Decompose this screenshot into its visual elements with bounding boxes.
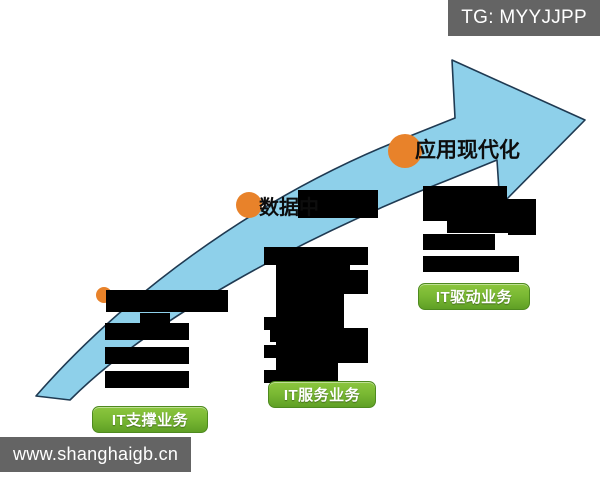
stage-label-app-modernization: 应用现代化 bbox=[415, 139, 520, 162]
redaction-block bbox=[264, 317, 284, 330]
redaction-block bbox=[264, 247, 368, 265]
redaction-block bbox=[270, 328, 368, 342]
badge-it-service-label: IT服务业务 bbox=[283, 387, 361, 404]
redaction-block bbox=[423, 186, 507, 202]
watermark-top-right: TG: MYYJJPP bbox=[448, 0, 600, 36]
redaction-block bbox=[298, 190, 378, 218]
badge-it-support-label: IT支撑业务 bbox=[111, 412, 189, 429]
badge-it-driven[interactable]: IT驱动业务 bbox=[418, 283, 530, 310]
redaction-block bbox=[423, 199, 519, 221]
redaction-block bbox=[276, 360, 338, 382]
badge-it-support[interactable]: IT支撑业务 bbox=[92, 406, 208, 433]
redaction-block bbox=[276, 270, 368, 294]
milestone-marker-2 bbox=[236, 192, 262, 218]
milestone-markers bbox=[96, 134, 422, 303]
stage-label-data-center: 数据中 bbox=[259, 197, 319, 219]
redaction-block bbox=[264, 345, 282, 358]
redaction-block bbox=[423, 256, 519, 272]
redaction-block bbox=[447, 219, 519, 233]
redaction-block bbox=[105, 347, 189, 364]
redaction-block bbox=[423, 234, 495, 250]
redaction-block bbox=[106, 290, 228, 312]
badge-it-driven-label: IT驱动业务 bbox=[435, 289, 513, 306]
watermark-bottom-left: www.shanghaigb.cn bbox=[0, 437, 192, 472]
redaction-block bbox=[105, 323, 189, 340]
badge-it-service[interactable]: IT服务业务 bbox=[268, 381, 376, 408]
milestone-marker-3 bbox=[388, 134, 422, 168]
redaction-block bbox=[105, 371, 189, 388]
redaction-block bbox=[508, 199, 536, 235]
redaction-block bbox=[140, 313, 170, 324]
